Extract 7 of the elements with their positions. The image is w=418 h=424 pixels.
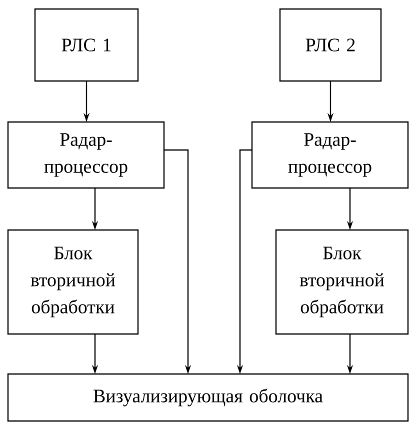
processing-block: Блок вторичной обработки [7, 229, 139, 335]
processing-block: Блок вторичной обработки [275, 229, 409, 335]
radar-box: РЛС 2 [279, 8, 382, 82]
processor-box: Радар-процессор [7, 121, 165, 189]
radar-box: РЛС 1 [34, 8, 139, 82]
processor-box: Радар-процессор [251, 121, 409, 189]
display-box: Визуализирующая оболочка [7, 373, 409, 422]
